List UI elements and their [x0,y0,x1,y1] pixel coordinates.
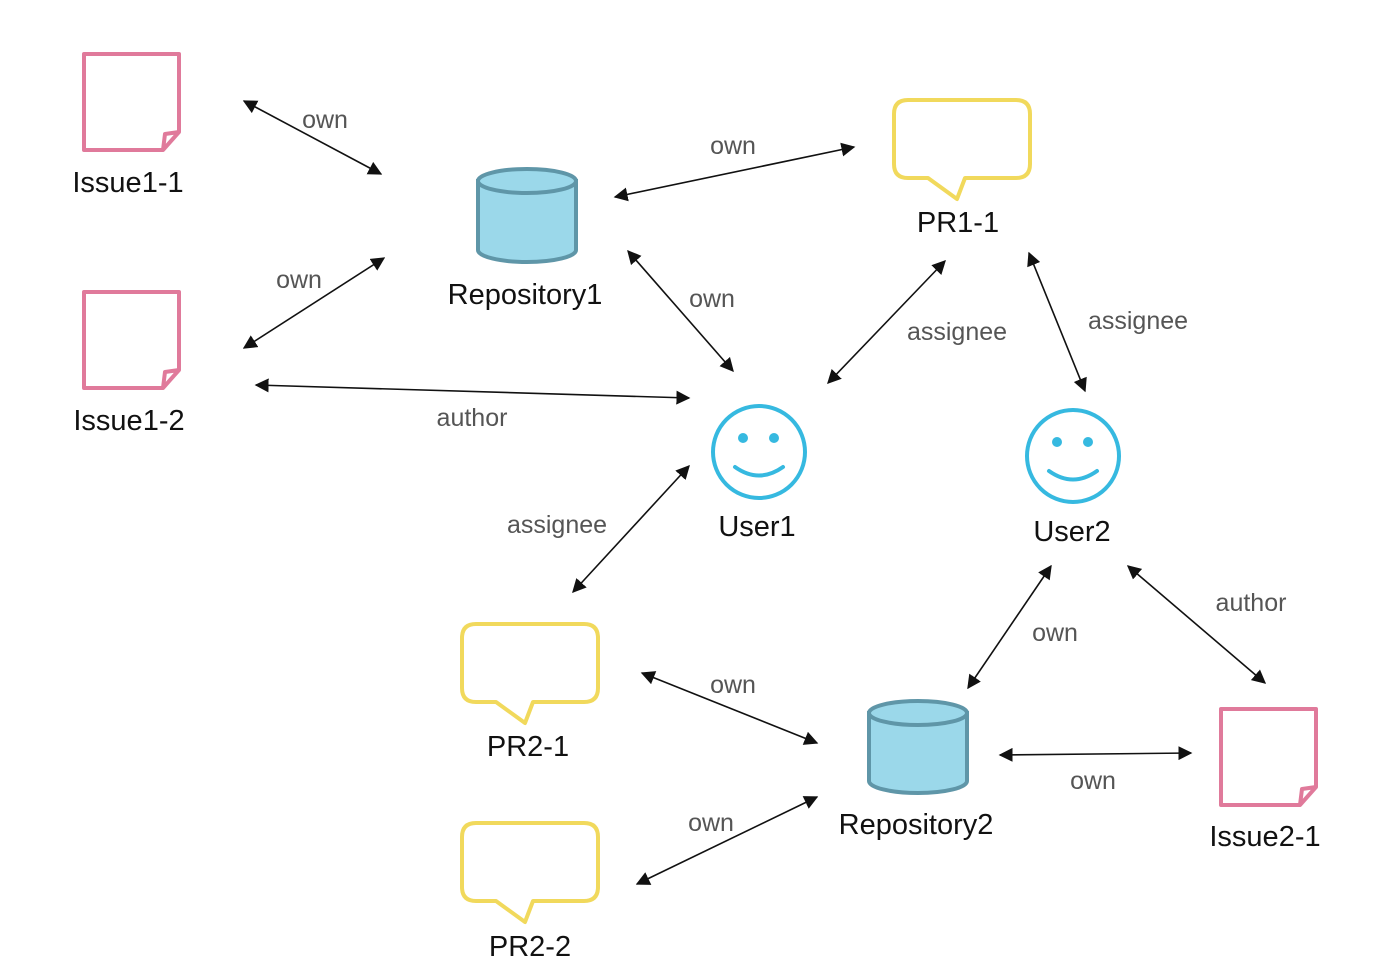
sticky-note-icon [1219,707,1318,807]
edge-label: own [276,266,322,294]
sticky-note-icon [82,290,181,390]
node-label: PR2-1 [487,731,569,763]
node-issue1-2[interactable]: Issue1-2 [73,290,185,437]
node-repository1[interactable]: Repository1 [448,167,603,311]
edge-repository2-issue2_1 [998,746,1193,762]
node-label: PR2-2 [489,931,571,963]
edge-label: own [710,132,756,160]
edge-label: own [688,809,734,837]
edge-repository2-user2 [967,564,1052,690]
edge-label: own [1070,767,1116,795]
database-icon [476,167,578,264]
smiley-face-icon [1025,408,1121,504]
node-pr2-1[interactable]: PR2-1 [460,622,600,763]
speech-bubble-icon [892,98,1032,201]
node-label: Issue1-2 [73,405,184,437]
edge-label: assignee [907,318,1007,346]
node-label: User1 [718,511,795,543]
node-label: Issue2-1 [1209,821,1320,853]
edge-user2-issue2_1 [1126,565,1267,684]
sticky-note-icon [82,52,181,152]
edge-labels-layer: own own own own author assignee assignee assign… [276,106,1286,837]
edge-repository1-pr1_1 [613,142,856,202]
node-pr2-2[interactable]: PR2-2 [460,821,600,963]
edge-label: assignee [1088,307,1188,335]
node-label: Repository1 [448,279,603,311]
edge-user1-pr1_1 [827,259,946,385]
node-label: User2 [1033,516,1110,548]
edge-label: own [302,106,348,134]
node-issue2-1[interactable]: Issue2-1 [1209,707,1321,853]
edge-label: own [710,671,756,699]
edge-label: assignee [507,511,607,539]
edge-repository1-user1 [627,249,734,373]
node-label: Repository2 [839,809,994,841]
edges-layer [242,100,1267,885]
edge-label: author [437,404,508,432]
node-label: PR1-1 [917,207,999,239]
edge-user1-pr2_1 [572,464,690,594]
edge-label: own [1032,619,1078,647]
node-pr1-1[interactable]: PR1-1 [892,98,1032,239]
node-user2[interactable]: User2 [1025,408,1121,548]
smiley-face-icon [711,404,807,500]
node-label: Issue1-1 [72,167,183,199]
edge-pr1_1-user2 [1027,251,1087,393]
node-repository2[interactable]: Repository2 [839,699,994,841]
edge-pr2_2-repository2 [635,796,819,885]
database-icon [867,699,969,795]
edge-label: own [689,285,735,313]
edge-pr2_1-repository2 [640,671,819,745]
speech-bubble-icon [460,622,600,725]
node-user1[interactable]: User1 [711,404,807,543]
edge-label: author [1216,589,1287,617]
speech-bubble-icon [460,821,600,924]
node-issue1-1[interactable]: Issue1-1 [72,52,184,199]
edge-issue1_2-user1 [254,378,691,405]
edge-issue1_2-repository1 [242,257,386,349]
edge-issue1_1-repository1 [242,100,383,175]
